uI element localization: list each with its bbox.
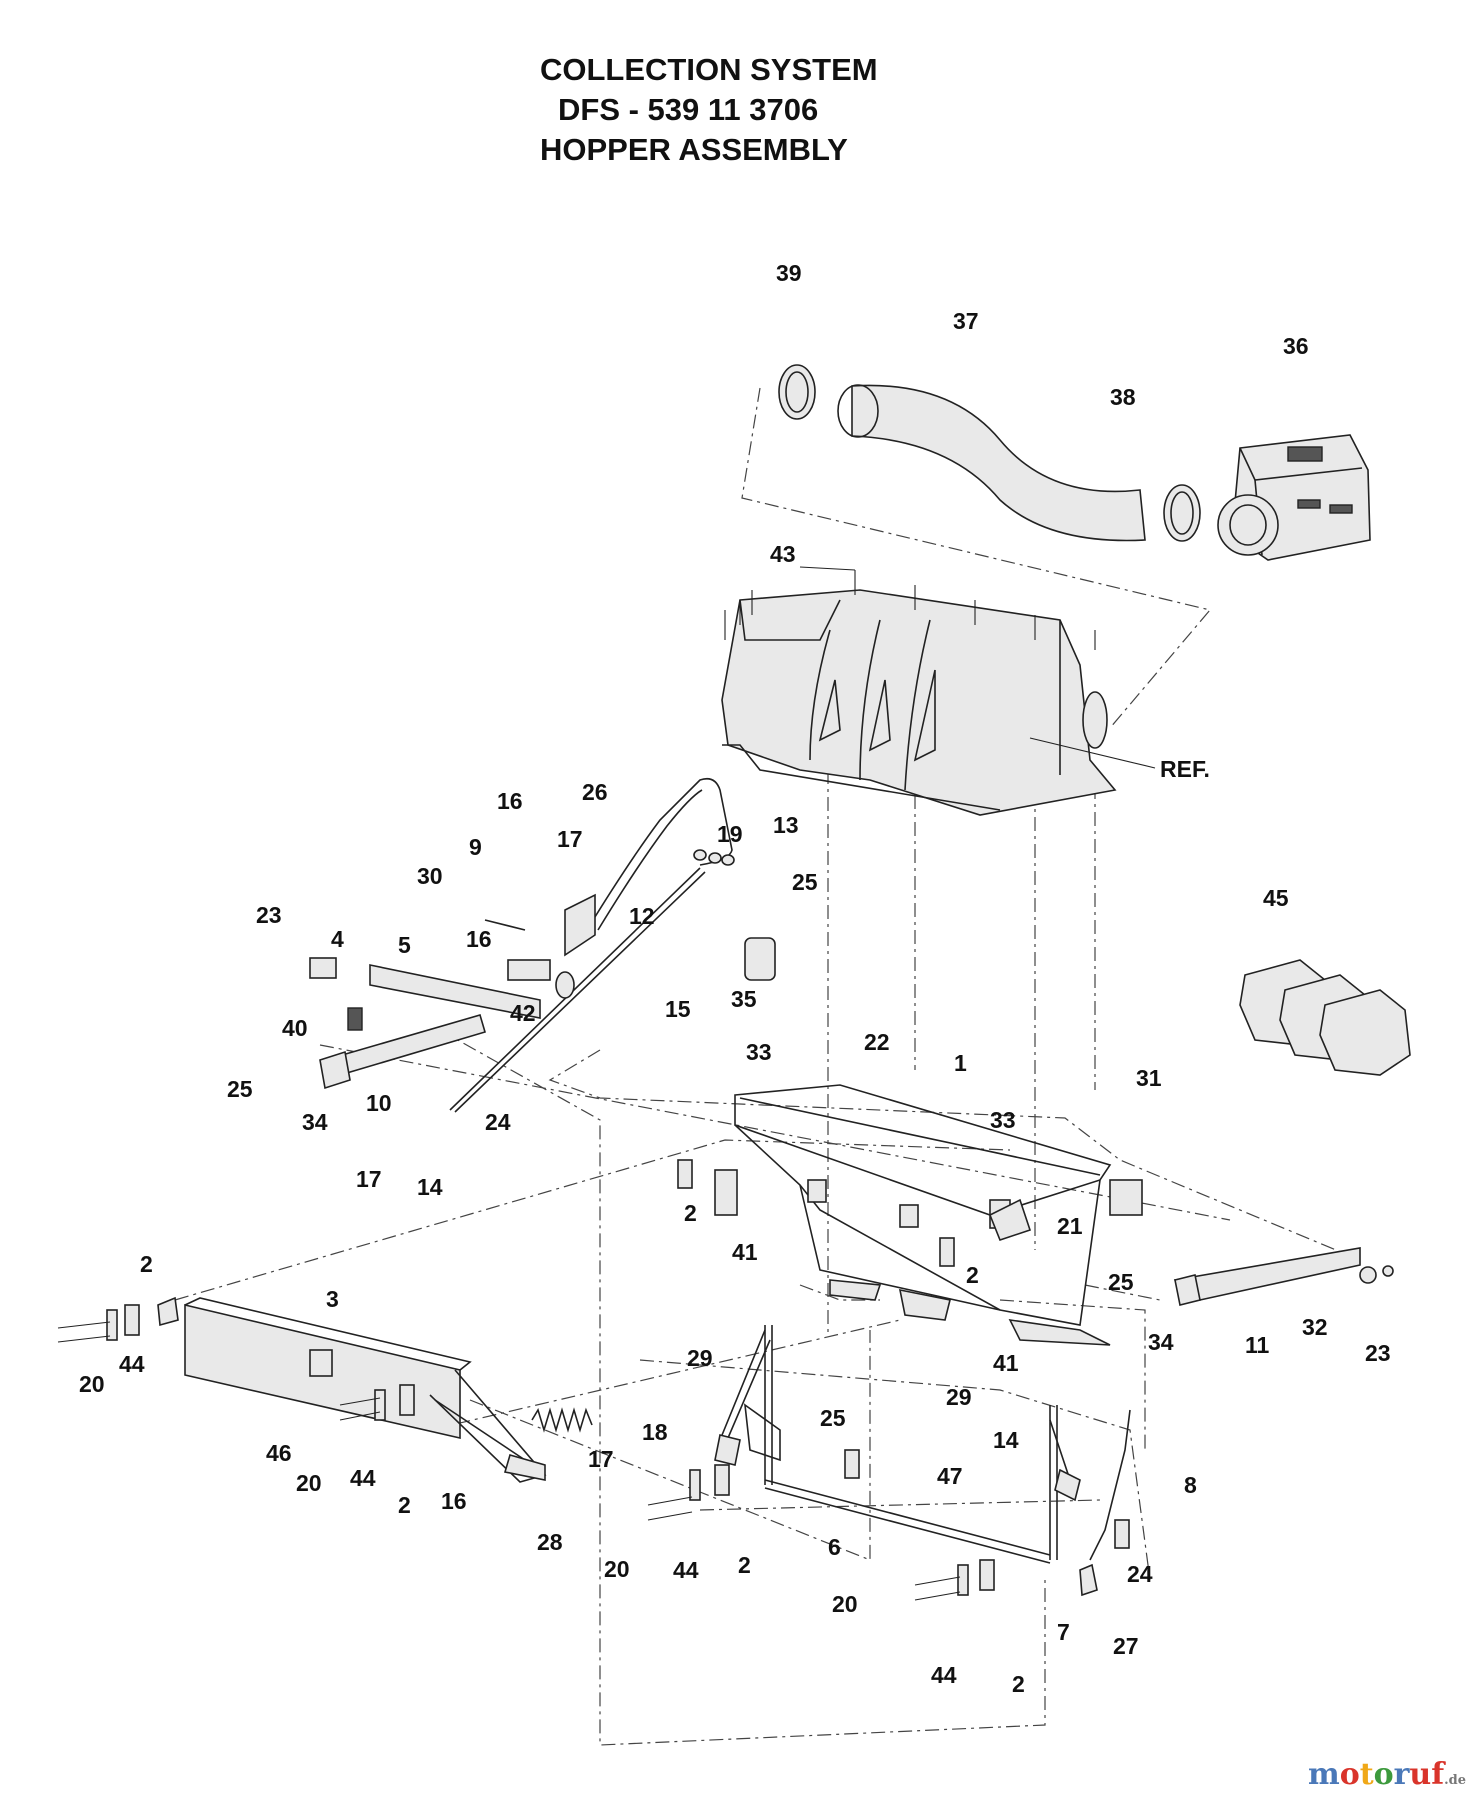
callout-14: 14 xyxy=(993,1427,1019,1453)
callout-23: 23 xyxy=(256,902,282,928)
callout-4: 4 xyxy=(331,926,344,952)
callout-41: 41 xyxy=(732,1239,758,1265)
callout-7: 7 xyxy=(1057,1619,1070,1645)
callout-25: 25 xyxy=(792,869,818,895)
callout-38: 38 xyxy=(1110,384,1136,410)
diagram-title-line-3: HOPPER ASSEMBLY xyxy=(540,132,848,167)
bag-frame-part-1 xyxy=(714,1084,1143,1346)
callout-45: 45 xyxy=(1263,885,1289,911)
callout-11: 11 xyxy=(1245,1332,1270,1358)
callout-47: 47 xyxy=(937,1463,963,1489)
door-panel-part-3 xyxy=(157,1296,547,1483)
callout-14: 14 xyxy=(417,1174,443,1200)
callout-44: 44 xyxy=(673,1557,699,1583)
callout-6: 6 xyxy=(828,1534,841,1560)
support-frame-part-6 xyxy=(714,1325,1131,1597)
callout-16: 16 xyxy=(497,788,523,814)
callout-34: 34 xyxy=(1148,1329,1174,1355)
callout-8: 8 xyxy=(1184,1472,1197,1498)
callout-16: 16 xyxy=(441,1488,467,1514)
callout-16: 16 xyxy=(466,926,492,952)
callout-13: 13 xyxy=(773,812,799,838)
bolts-part-20 xyxy=(57,1321,961,1601)
callout-44: 44 xyxy=(119,1351,145,1377)
callout-17: 17 xyxy=(588,1446,614,1472)
diagram-title-line-2: DFS - 539 11 3706 xyxy=(558,92,819,127)
callout-20: 20 xyxy=(79,1371,105,1397)
callout-2: 2 xyxy=(398,1492,411,1518)
callout-17: 17 xyxy=(557,826,583,852)
callout-25: 25 xyxy=(820,1405,846,1431)
callout-43: 43 xyxy=(770,541,796,567)
callout-37: 37 xyxy=(953,308,979,334)
callout-15: 15 xyxy=(665,996,691,1022)
callout-33: 33 xyxy=(746,1039,772,1065)
callout-36: 36 xyxy=(1283,333,1309,359)
callout-26: 26 xyxy=(582,779,608,805)
callout-22: 22 xyxy=(864,1029,890,1055)
callout-35: 35 xyxy=(731,986,757,1012)
callout-30: 30 xyxy=(417,863,443,889)
callout-29: 29 xyxy=(946,1384,972,1410)
assembly-center-lines xyxy=(174,387,1361,1746)
part-callouts: 39 37 36 38 43 REF. 26 16 17 19 13 9 30 … xyxy=(79,260,1391,1697)
callout-3: 3 xyxy=(326,1286,339,1312)
callout-20: 20 xyxy=(832,1591,858,1617)
callout-9: 9 xyxy=(469,834,482,860)
watermark-logo: motoruf.de xyxy=(1307,1757,1466,1792)
callout-20: 20 xyxy=(296,1470,322,1496)
callout-24: 24 xyxy=(1127,1561,1153,1587)
callout-17: 17 xyxy=(356,1166,382,1192)
callout-1: 1 xyxy=(954,1050,967,1076)
callout-10: 10 xyxy=(366,1090,392,1116)
counter-weights-part-45 xyxy=(1239,959,1411,1076)
callout-2: 2 xyxy=(738,1552,751,1578)
callout-19: 19 xyxy=(717,821,743,847)
callout-25: 25 xyxy=(1108,1269,1134,1295)
callout-28: 28 xyxy=(537,1529,563,1555)
callout-33: 33 xyxy=(990,1107,1016,1133)
callout-44: 44 xyxy=(931,1662,957,1688)
callout-12: 12 xyxy=(629,903,655,929)
handle-assembly xyxy=(309,777,776,1113)
callout-46: 46 xyxy=(266,1440,292,1466)
callout-18: 18 xyxy=(642,1419,668,1445)
callout-21: 21 xyxy=(1057,1213,1083,1239)
callout-40: 40 xyxy=(282,1015,308,1041)
callout-2: 2 xyxy=(1012,1671,1025,1697)
callout-2: 2 xyxy=(966,1262,979,1288)
blower-housing-part-36 xyxy=(1217,434,1371,561)
callout-23: 23 xyxy=(1365,1340,1391,1366)
callout-29: 29 xyxy=(687,1345,713,1371)
hinge-brackets-part-2 xyxy=(106,1159,1130,1596)
hopper-lid-ref xyxy=(721,589,1156,816)
callout-2: 2 xyxy=(140,1251,153,1277)
callout-44: 44 xyxy=(350,1465,376,1491)
callout-20: 20 xyxy=(604,1556,630,1582)
callout-ref: REF. xyxy=(1160,756,1210,782)
callout-39: 39 xyxy=(776,260,802,286)
lid-screws-part-43 xyxy=(724,566,1096,650)
callout-5: 5 xyxy=(398,932,411,958)
callout-41: 41 xyxy=(993,1350,1019,1376)
intake-tube-part-37 xyxy=(778,364,1201,542)
spring-part-18 xyxy=(531,1407,593,1433)
callout-25: 25 xyxy=(227,1076,253,1102)
callout-2: 2 xyxy=(684,1200,697,1226)
diagram-title-line-1: COLLECTION SYSTEM xyxy=(540,52,878,87)
callout-42: 42 xyxy=(510,1000,536,1026)
callout-24: 24 xyxy=(485,1109,511,1135)
callout-27: 27 xyxy=(1113,1633,1139,1659)
callout-32: 32 xyxy=(1302,1314,1328,1340)
callout-34: 34 xyxy=(302,1109,328,1135)
side-rail-part-11 xyxy=(1173,1247,1394,1306)
callout-31: 31 xyxy=(1136,1065,1162,1091)
